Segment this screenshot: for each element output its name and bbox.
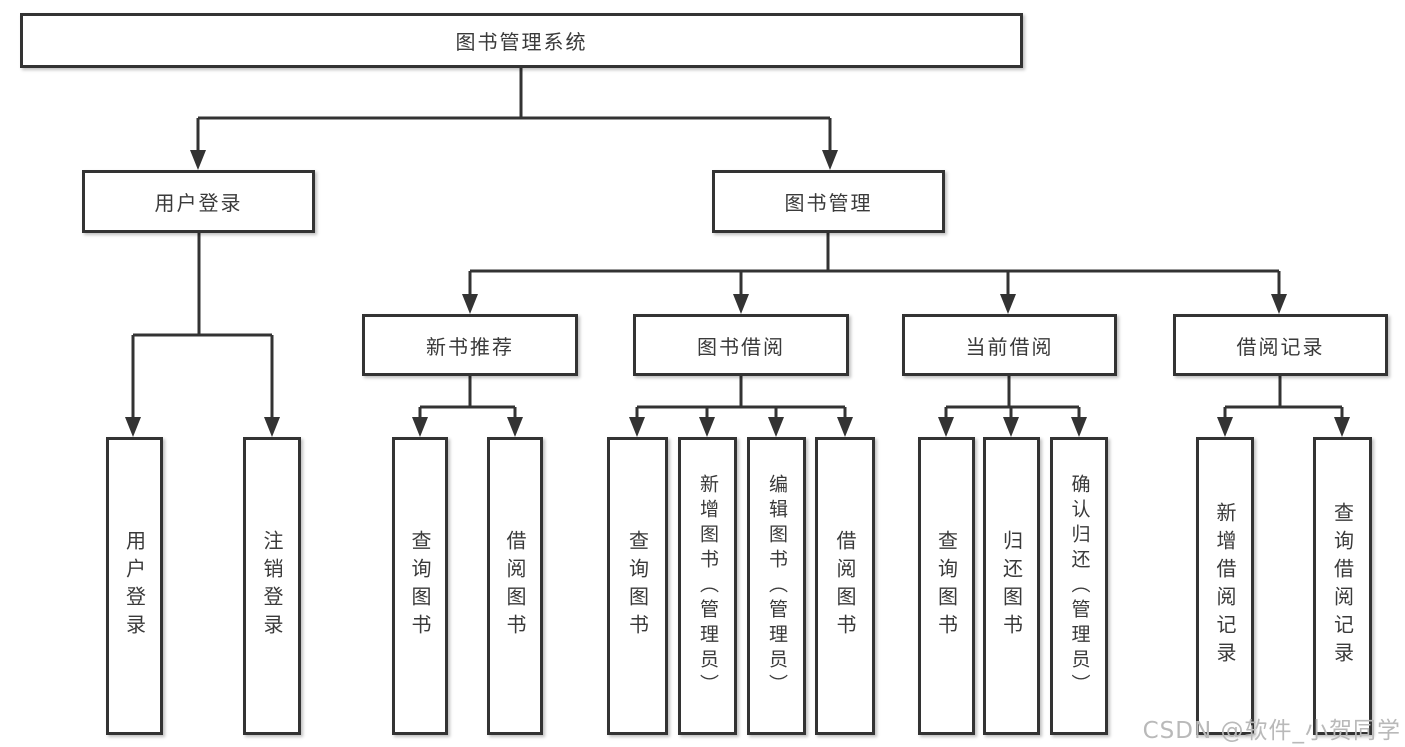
leaf-label: 查询图书 bbox=[934, 530, 959, 642]
node-borrowing-records: 借阅记录 bbox=[1173, 314, 1388, 376]
node-label: 用户登录 bbox=[154, 191, 243, 215]
leaf-label: 新增图书（管理员） bbox=[697, 473, 719, 699]
leaf-borrow-query-books: 查询图书 bbox=[607, 437, 668, 735]
leaf-label: 查询图书 bbox=[625, 530, 650, 642]
connector-lines bbox=[131, 68, 1344, 419]
node-label: 图书管理 bbox=[784, 191, 873, 215]
leaf-current-query-books: 查询图书 bbox=[918, 437, 975, 735]
node-library-system: 图书管理系统 bbox=[20, 13, 1023, 68]
node-label: 图书借阅 bbox=[697, 334, 785, 359]
leaf-borrow-edit-books-admin: 编辑图书（管理员） bbox=[747, 437, 806, 735]
leaf-logout-login: 注销登录 bbox=[243, 437, 301, 735]
leaf-current-confirm-return-admin: 确认归还（管理员） bbox=[1050, 437, 1108, 735]
leaf-label: 编辑图书（管理员） bbox=[766, 473, 788, 699]
node-book-borrowing: 图书借阅 bbox=[633, 314, 849, 376]
leaf-records-query-record: 查询借阅记录 bbox=[1313, 437, 1372, 735]
leaf-borrow-add-books-admin: 新增图书（管理员） bbox=[678, 437, 737, 735]
node-label: 借阅记录 bbox=[1236, 334, 1325, 359]
leaf-label: 用户登录 bbox=[122, 530, 147, 642]
node-current-borrowing: 当前借阅 bbox=[902, 314, 1117, 376]
leaf-label: 查询图书 bbox=[408, 530, 432, 642]
arrowheads bbox=[125, 150, 1350, 437]
watermark-text: CSDN @软件_小贺同学 bbox=[1142, 718, 1401, 744]
node-label: 当前借阅 bbox=[965, 334, 1054, 359]
leaf-borrow-borrow-books: 借阅图书 bbox=[815, 437, 875, 735]
node-label: 新书推荐 bbox=[426, 334, 514, 359]
leaf-user-login: 用户登录 bbox=[106, 437, 163, 735]
node-label: 图书管理系统 bbox=[455, 30, 588, 54]
leaf-label: 确认归还（管理员） bbox=[1068, 473, 1091, 699]
leaf-label: 注销登录 bbox=[260, 530, 284, 642]
node-book-management: 图书管理 bbox=[712, 170, 945, 233]
leaf-label: 借阅图书 bbox=[503, 530, 527, 642]
node-new-book-recommendation: 新书推荐 bbox=[362, 314, 578, 376]
leaf-current-return-books: 归还图书 bbox=[983, 437, 1040, 735]
leaf-label: 新增借阅记录 bbox=[1213, 502, 1237, 670]
leaf-label: 查询借阅记录 bbox=[1330, 502, 1355, 670]
leaf-newbook-query-books: 查询图书 bbox=[392, 437, 448, 735]
leaf-records-add-record: 新增借阅记录 bbox=[1196, 437, 1254, 735]
leaf-newbook-borrow-books: 借阅图书 bbox=[487, 437, 543, 735]
leaf-label: 借阅图书 bbox=[833, 530, 857, 642]
node-user-login: 用户登录 bbox=[82, 170, 315, 233]
leaf-label: 归还图书 bbox=[999, 530, 1024, 642]
